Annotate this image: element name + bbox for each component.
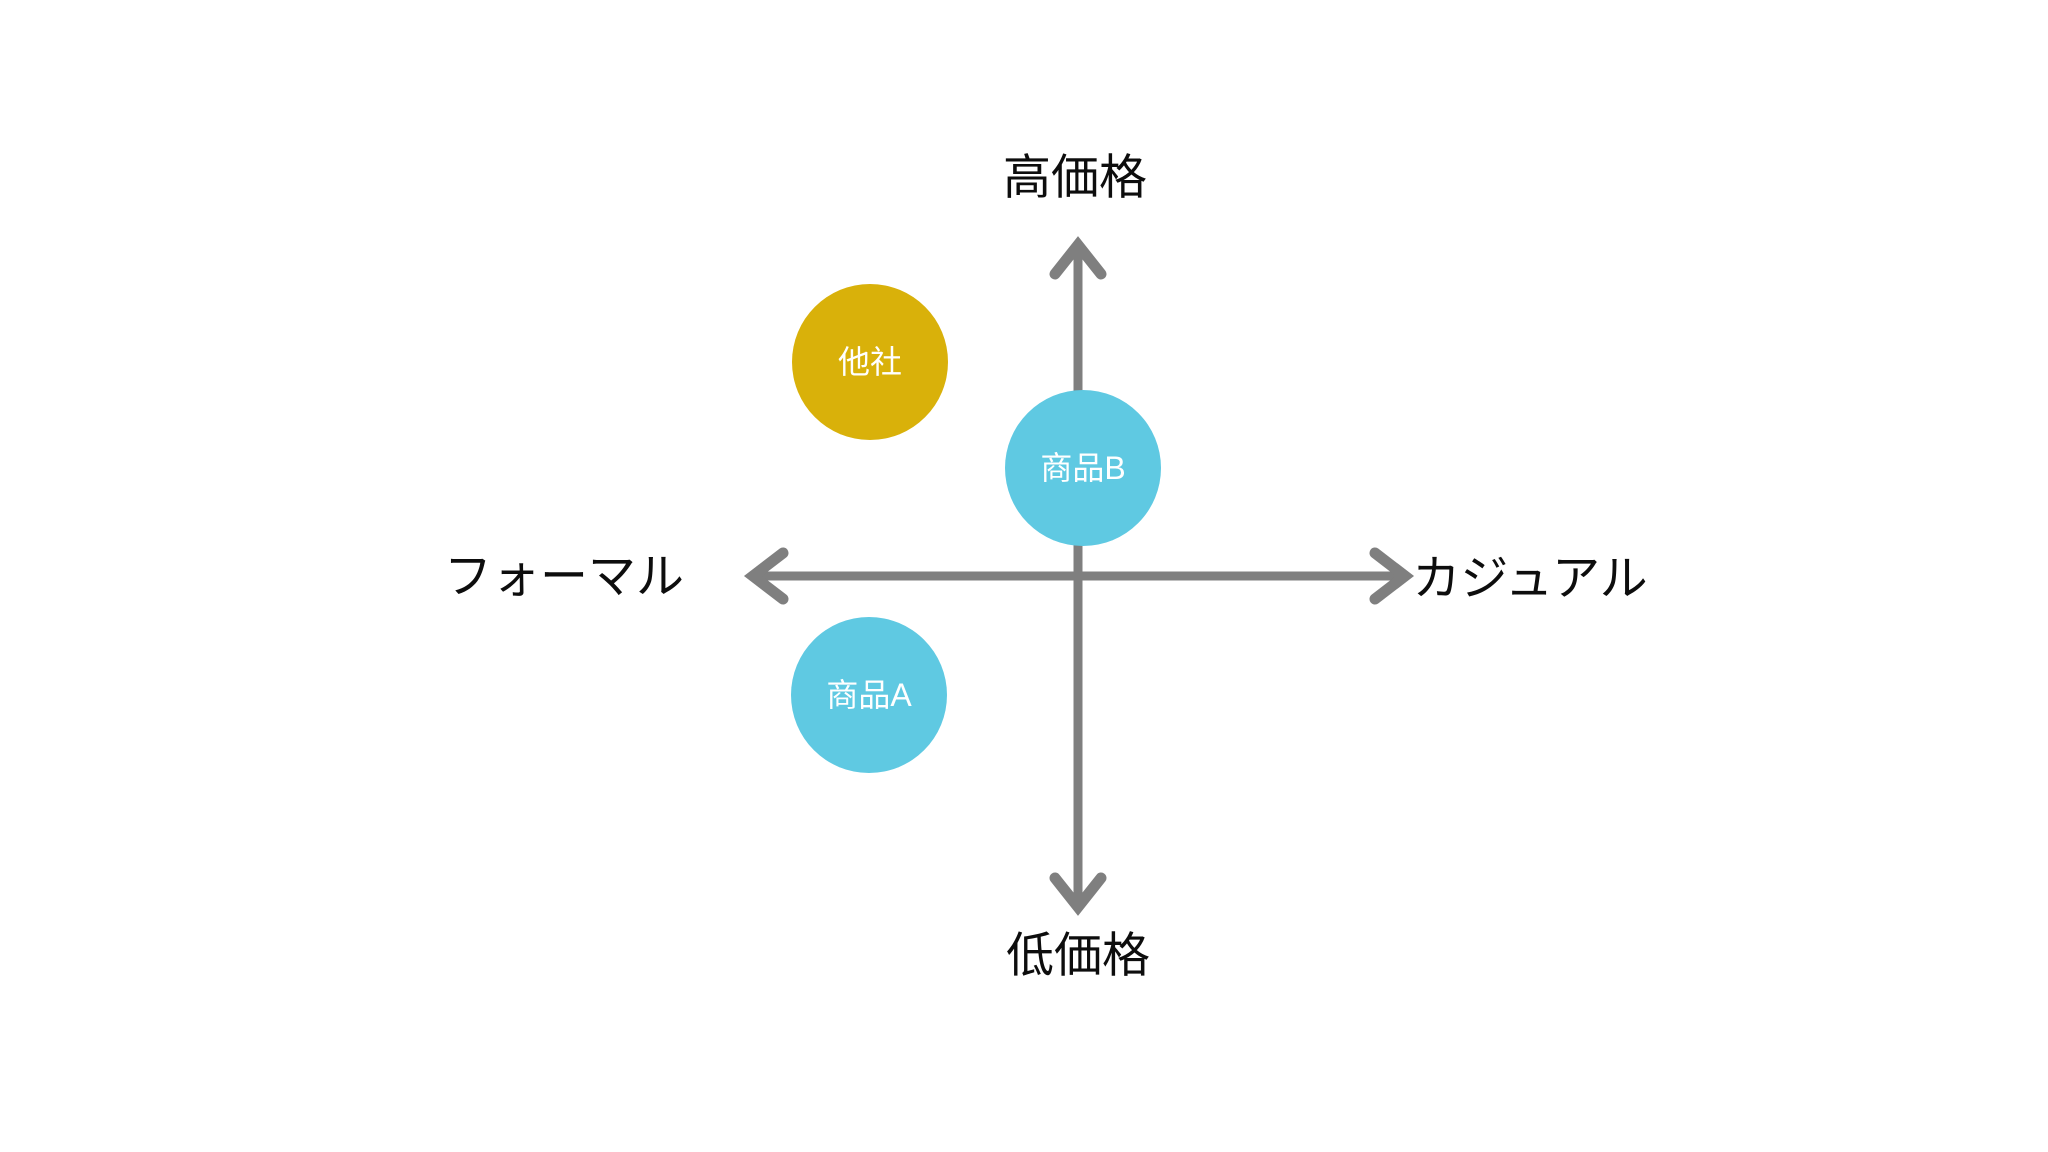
bubble-competitor-label: 他社 xyxy=(838,344,902,380)
bubble-product-a-label: 商品A xyxy=(826,677,912,713)
arrowhead-left xyxy=(743,547,789,605)
bubble-product-a xyxy=(791,617,947,773)
arrowhead-top xyxy=(1049,236,1107,280)
arrowhead-right xyxy=(1369,547,1415,605)
label-casual: カジュアル xyxy=(1412,553,1647,606)
arrowhead-bottom xyxy=(1049,872,1107,916)
bubble-competitor xyxy=(792,284,948,440)
bubble-product-b-label: 商品B xyxy=(1040,450,1125,486)
label-high-price: 高価格 xyxy=(1003,152,1147,205)
bubble-product-b xyxy=(1005,390,1161,546)
label-low-price: 低価格 xyxy=(1006,930,1150,983)
label-formal: フォーマル xyxy=(444,551,684,604)
